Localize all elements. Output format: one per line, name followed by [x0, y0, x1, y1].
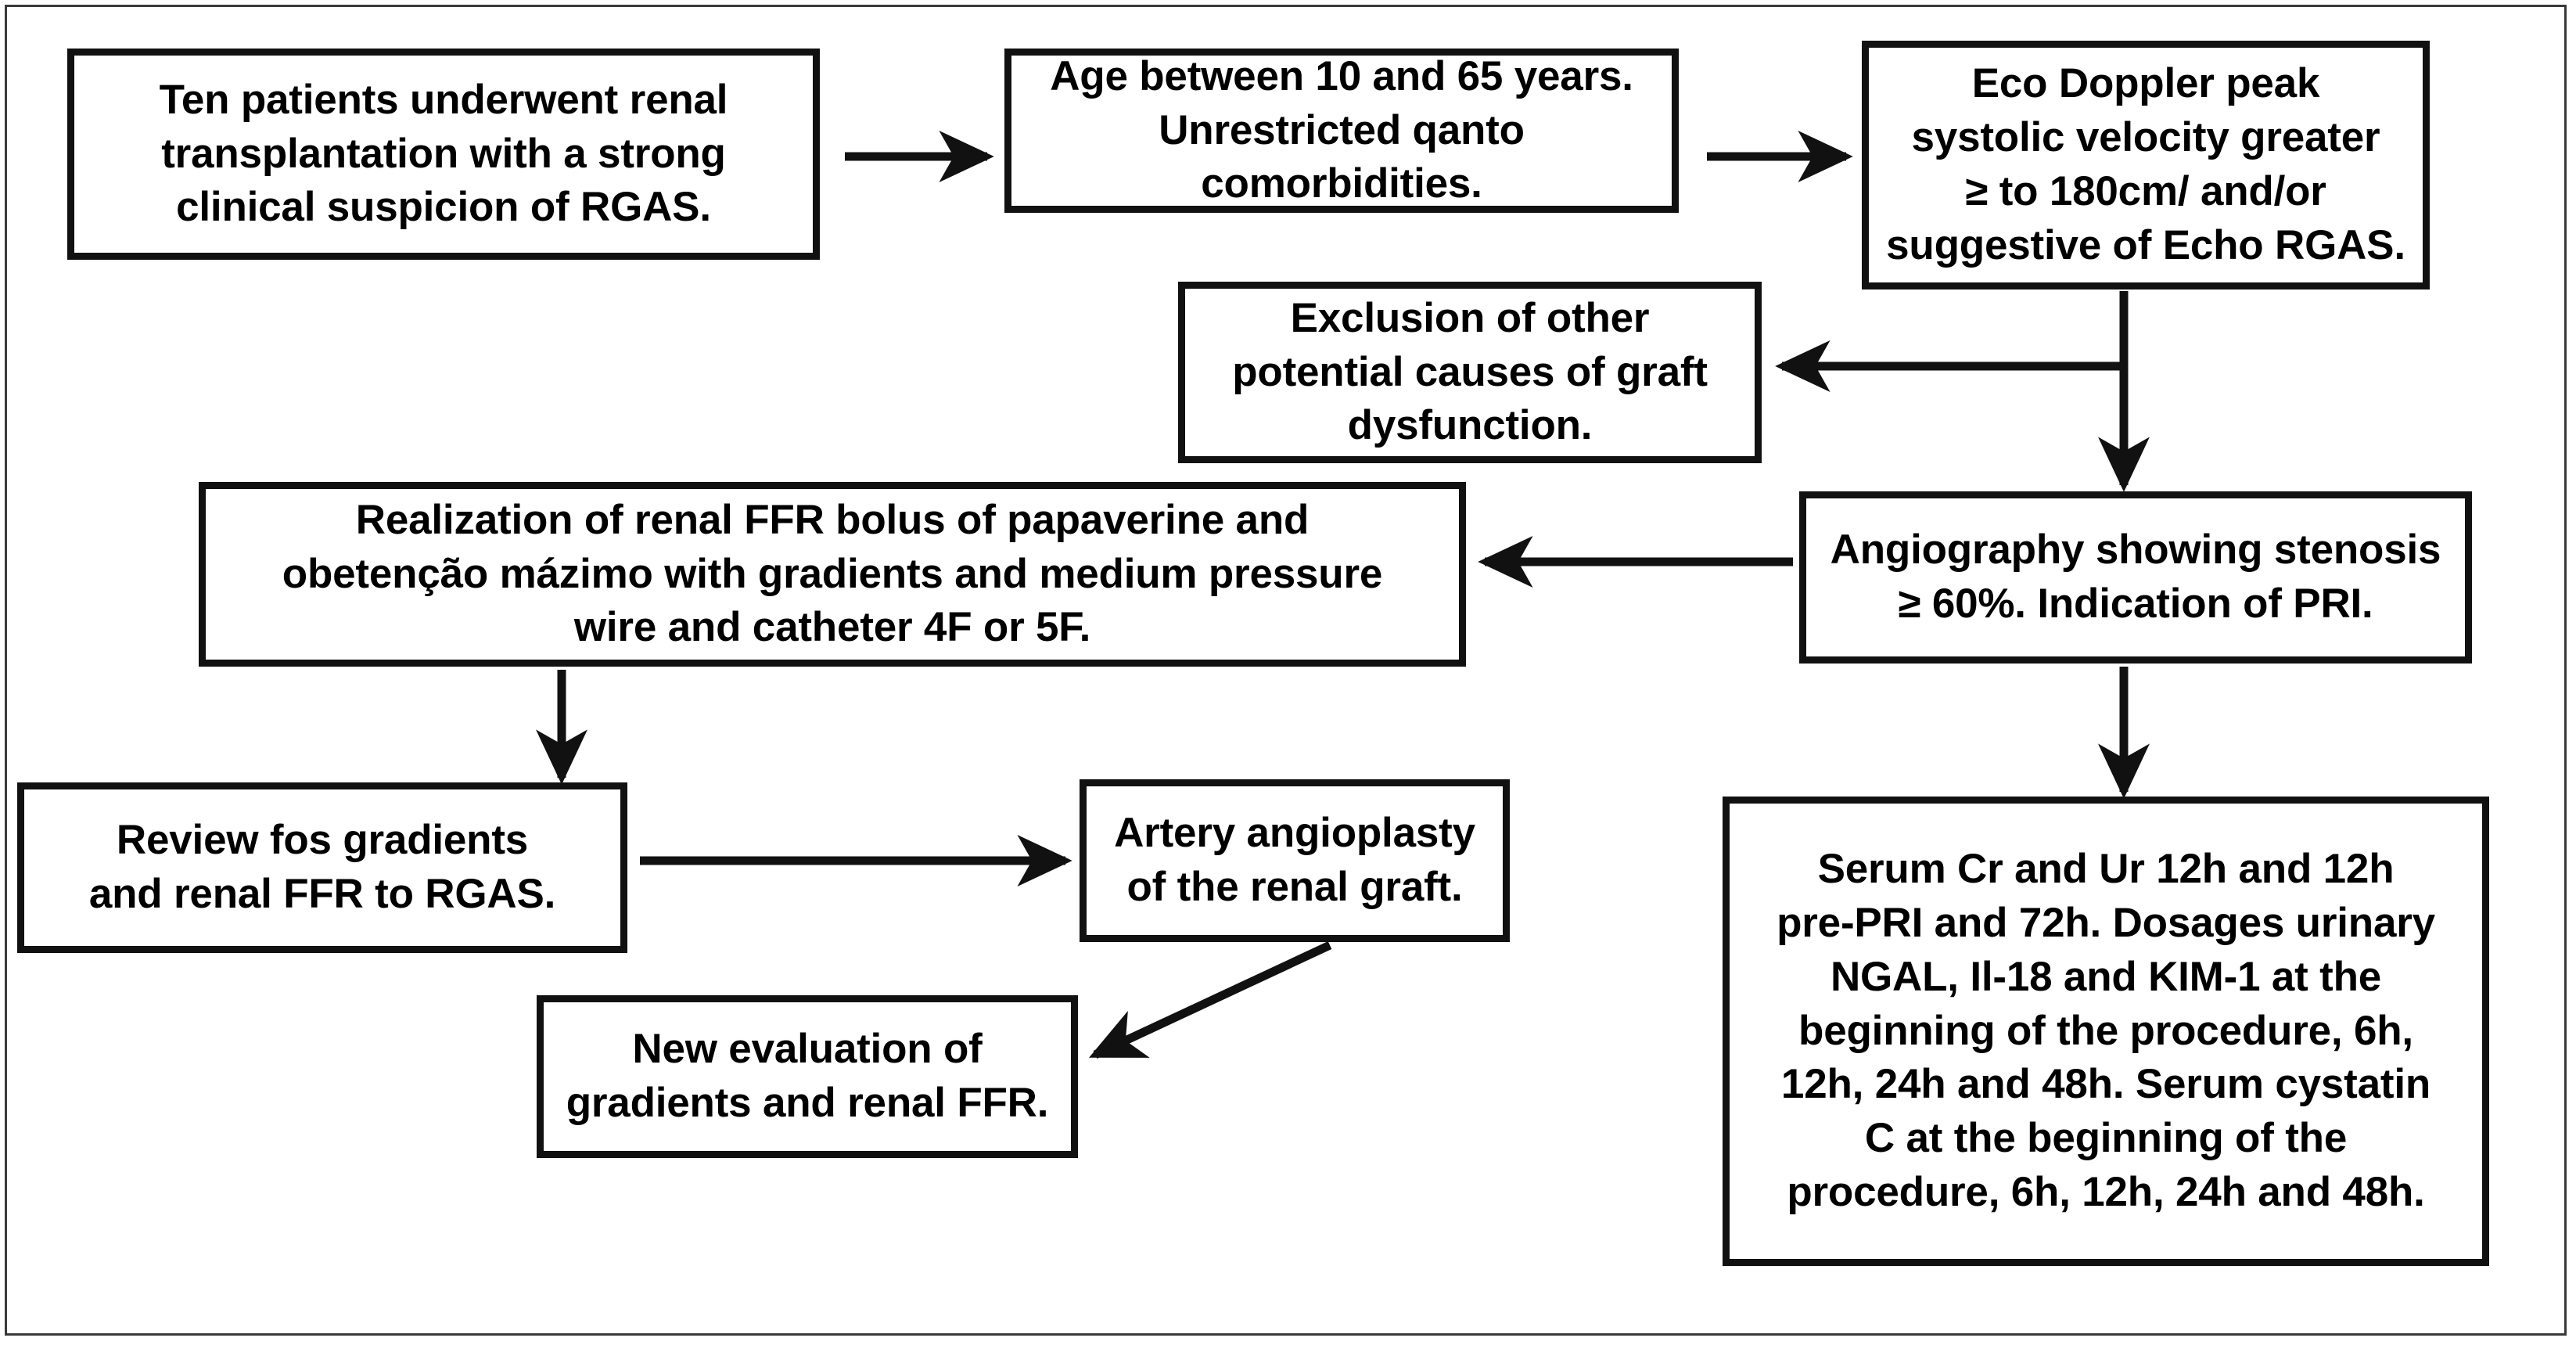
- node-angiography-label: Angiography showing stenosis ≥ 60%. Indi…: [1830, 527, 2441, 627]
- node-angioplasty-label: Artery angioplasty of the renal graft.: [1114, 810, 1475, 910]
- node-new-evaluation-label: New evaluation of gradients and renal FF…: [566, 1026, 1049, 1126]
- node-eco-doppler: Eco Doppler peak systolic velocity great…: [1862, 41, 2430, 289]
- node-new-evaluation: New evaluation of gradients and renal FF…: [537, 995, 1078, 1158]
- node-age-criteria: Age between 10 and 65 years. Unrestricte…: [1004, 49, 1679, 213]
- node-review-label: Review fos gradients and renal FFR to RG…: [88, 817, 556, 917]
- node-enrollment: Ten patients underwent renal transplanta…: [67, 49, 820, 260]
- node-serum-labs-label: Serum Cr and Ur 12h and 12h pre-PRI and …: [1777, 845, 2435, 1216]
- node-angiography: Angiography showing stenosis ≥ 60%. Indi…: [1799, 491, 2472, 664]
- node-age-criteria-label: Age between 10 and 65 years. Unrestricte…: [1050, 52, 1633, 207]
- node-angioplasty: Artery angioplasty of the renal graft.: [1080, 779, 1510, 942]
- edge-angioplasty-to-new-evaluation: [1089, 941, 1332, 1059]
- node-exclusion: Exclusion of other potential causes of g…: [1178, 282, 1762, 463]
- node-serum-labs: Serum Cr and Ur 12h and 12h pre-PRI and …: [1723, 797, 2489, 1266]
- node-enrollment-label: Ten patients underwent renal transplanta…: [159, 76, 728, 231]
- node-exclusion-label: Exclusion of other potential causes of g…: [1232, 294, 1708, 449]
- node-ffr-realization: Realization of renal FFR bolus of papave…: [199, 482, 1466, 667]
- node-eco-doppler-label: Eco Doppler peak systolic velocity great…: [1886, 60, 2405, 268]
- node-review: Review fos gradients and renal FFR to RG…: [17, 782, 627, 953]
- node-ffr-realization-label: Realization of renal FFR bolus of papave…: [282, 496, 1383, 651]
